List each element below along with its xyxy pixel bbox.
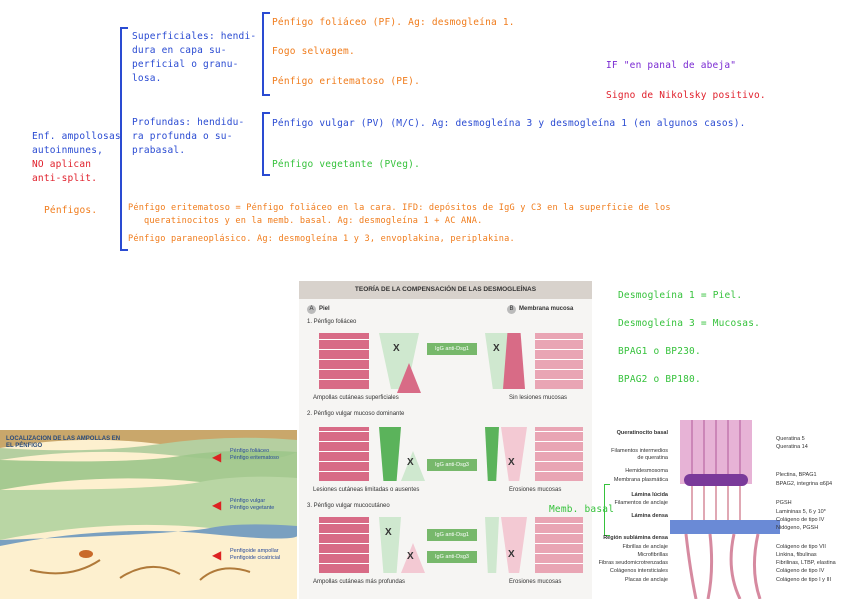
vulgar-note: Pénfigo vulgar (PV) (M/C). Ag: desmogleí… — [272, 117, 746, 131]
brace-profundas — [262, 112, 270, 176]
profundas-note: Profundas: hendidu-ra profunda o su-prab… — [132, 116, 244, 158]
row3-x-right: X — [508, 549, 515, 560]
row3-label: 3. Pénfigo vulgar mucocutáneo — [307, 503, 390, 509]
bmz-right-10: Fibrilinas, LTBP, elastina — [776, 560, 836, 566]
row1-right-caption: Sin lesiones mucosas — [509, 395, 567, 401]
bmz-right-3: BPAG2, integrina α6β4 — [776, 481, 832, 487]
row3-dsg1 — [379, 517, 401, 573]
bmz-left-8: Región sublámina densa — [603, 535, 668, 541]
row3-right-caption: Erosiones mucosas — [509, 579, 561, 585]
row1-x-right: X — [493, 343, 500, 354]
row2-left-caption: Lesiones cutáneas limitadas o ausentes — [313, 487, 419, 493]
bmz-left-2: de queratina — [637, 455, 668, 461]
superficiales-note: Superficiales: hendi-dura en capa su- pe… — [132, 30, 256, 86]
arrow-penfigoide: ◀ — [212, 548, 221, 562]
brace-penfigos — [120, 27, 128, 251]
bmz-right-0: Queratina 5 — [776, 436, 805, 442]
bmz-right-7: Nidógeno, PGSH — [776, 525, 818, 531]
bmz-left-4: Membrana plasmática — [614, 477, 668, 483]
desmoglein-figure: TEORÍA DE LA COMPENSACIÓN DE LAS DESMOGL… — [299, 281, 592, 599]
bmz-left-1: Filamentos intermedios — [611, 448, 668, 454]
row2-x-left: X — [407, 457, 414, 468]
row1-x-left: X — [393, 343, 400, 354]
bmz-left-10: Microfibrillas — [637, 552, 668, 558]
dsg1-note: Desmogleína 1 = Piel. — [618, 289, 742, 303]
dsg3-note: Desmogleína 3 = Mucosas. — [618, 317, 760, 331]
bmz-right-4: PGSH — [776, 500, 792, 506]
brace-superficiales — [262, 12, 270, 96]
row2-right-caption: Erosiones mucosas — [509, 487, 561, 493]
row1-igg: IgG anti-Dsg1 — [427, 343, 477, 355]
bmz-left-7: Lámina densa — [631, 513, 668, 519]
row3-x-left-1: X — [385, 527, 392, 538]
foliaceo-note: Pénfigo foliáceo (PF). Ag: desmogleína 1… — [272, 16, 515, 30]
row3-igg3: IgG anti-Dsg3 — [427, 551, 477, 563]
bmz-left-12: Colágenos intersticiales — [610, 568, 668, 574]
row3-skin — [319, 517, 369, 573]
basement-membrane-figure: Queratinocito basal Filamentos intermedi… — [600, 420, 848, 599]
arrow-vulgar: ◀ — [212, 498, 221, 512]
penfigos-note: Pénfigos. — [44, 204, 97, 218]
fogo-note: Fogo selvagem. — [272, 45, 355, 59]
bmz-left-9: Fibrillas de anclaje — [622, 544, 668, 550]
row3-left-caption: Ampollas cutáneas más profundas — [313, 579, 405, 585]
row1-left-caption: Ampollas cutáneas superficiales — [313, 395, 399, 401]
bmz-left-6: Filamentos de anclaje — [614, 500, 668, 506]
col-b-label: Membrana mucosa — [519, 306, 573, 312]
paraneoplasico-note: Pénfigo paraneoplásico. Ag: desmogleína … — [128, 232, 515, 246]
bmz-right-2: Plectina, BPAG1 — [776, 472, 817, 478]
bmz-left-0: Queratinocito basal — [617, 430, 668, 436]
row2-igg: IgG anti-Dsg3 — [427, 459, 477, 471]
row2-x-right: X — [508, 457, 515, 468]
row2-mucosa-dsg3 — [501, 427, 527, 481]
row2-mucosa-dsg1 — [485, 427, 499, 481]
bmz-right-5: Lamininas 5, 6 y 10* — [776, 509, 826, 515]
memb-basal-note: Memb. basal — [549, 503, 614, 517]
row2-label: 2. Pénfigo vulgar mucoso dominante — [307, 411, 404, 417]
bmz-right-11: Colágeno de tipo IV — [776, 568, 824, 574]
bmz-left-3: Hemidesmosoma — [625, 468, 668, 474]
bmz-left-11: Fibras seudomicrotrenzadas — [599, 560, 668, 566]
if-panal-note: IF "en panal de abeja" — [606, 59, 736, 73]
col-b-letter: B — [507, 305, 516, 314]
arrow-foliaceo: ◀ — [212, 450, 221, 464]
bmz-left-13: Placas de anclaje — [625, 577, 668, 583]
row3-mucosa-dsg3 — [501, 517, 527, 573]
row2-mucosa — [535, 427, 583, 481]
eritematoso-def-note: Pénfigo eritematoso = Pénfigo foliáceo e… — [128, 202, 671, 228]
bpag1-note: BPAG1 o BP230. — [618, 345, 701, 359]
bmz-right-12: Colágeno de tipo I y III — [776, 577, 831, 583]
row1-skin — [319, 333, 369, 389]
bmz-right-1: Queratina 14 — [776, 444, 808, 450]
row3-x-left-2: X — [407, 551, 414, 562]
bmz-right-8: Colágeno de tipo VII — [776, 544, 826, 550]
figure-title: TEORÍA DE LA COMPENSACIÓN DE LAS DESMOGL… — [299, 281, 592, 299]
row1-label: 1. Pénfigo foliáceo — [307, 319, 356, 325]
vegetante-note: Pénfigo vegetante (PVeg). — [272, 158, 420, 172]
eritematoso-note: Pénfigo eritematoso (PE). — [272, 75, 420, 89]
nikolsky-note: Signo de Nikolsky positivo. — [606, 89, 766, 103]
col-a-letter: A — [307, 305, 316, 314]
bmz-right-9: Linkina, fibulinas — [776, 552, 817, 558]
row3-mucosa-dsg1 — [485, 517, 499, 573]
col-a-label: Piel — [319, 306, 330, 312]
bmz-left-5: Lámina lúcida — [631, 492, 668, 498]
row3-igg1: IgG anti-Dsg1 — [427, 529, 477, 541]
row2-dsg1-trapezoid — [379, 427, 401, 481]
bmz-right-6: Colágeno de tipo IV — [776, 517, 824, 523]
row2-skin — [319, 427, 369, 481]
row1-mucosa — [535, 333, 583, 389]
row3-mucosa — [535, 517, 583, 573]
bpag2-note: BPAG2 o BP180. — [618, 373, 701, 387]
